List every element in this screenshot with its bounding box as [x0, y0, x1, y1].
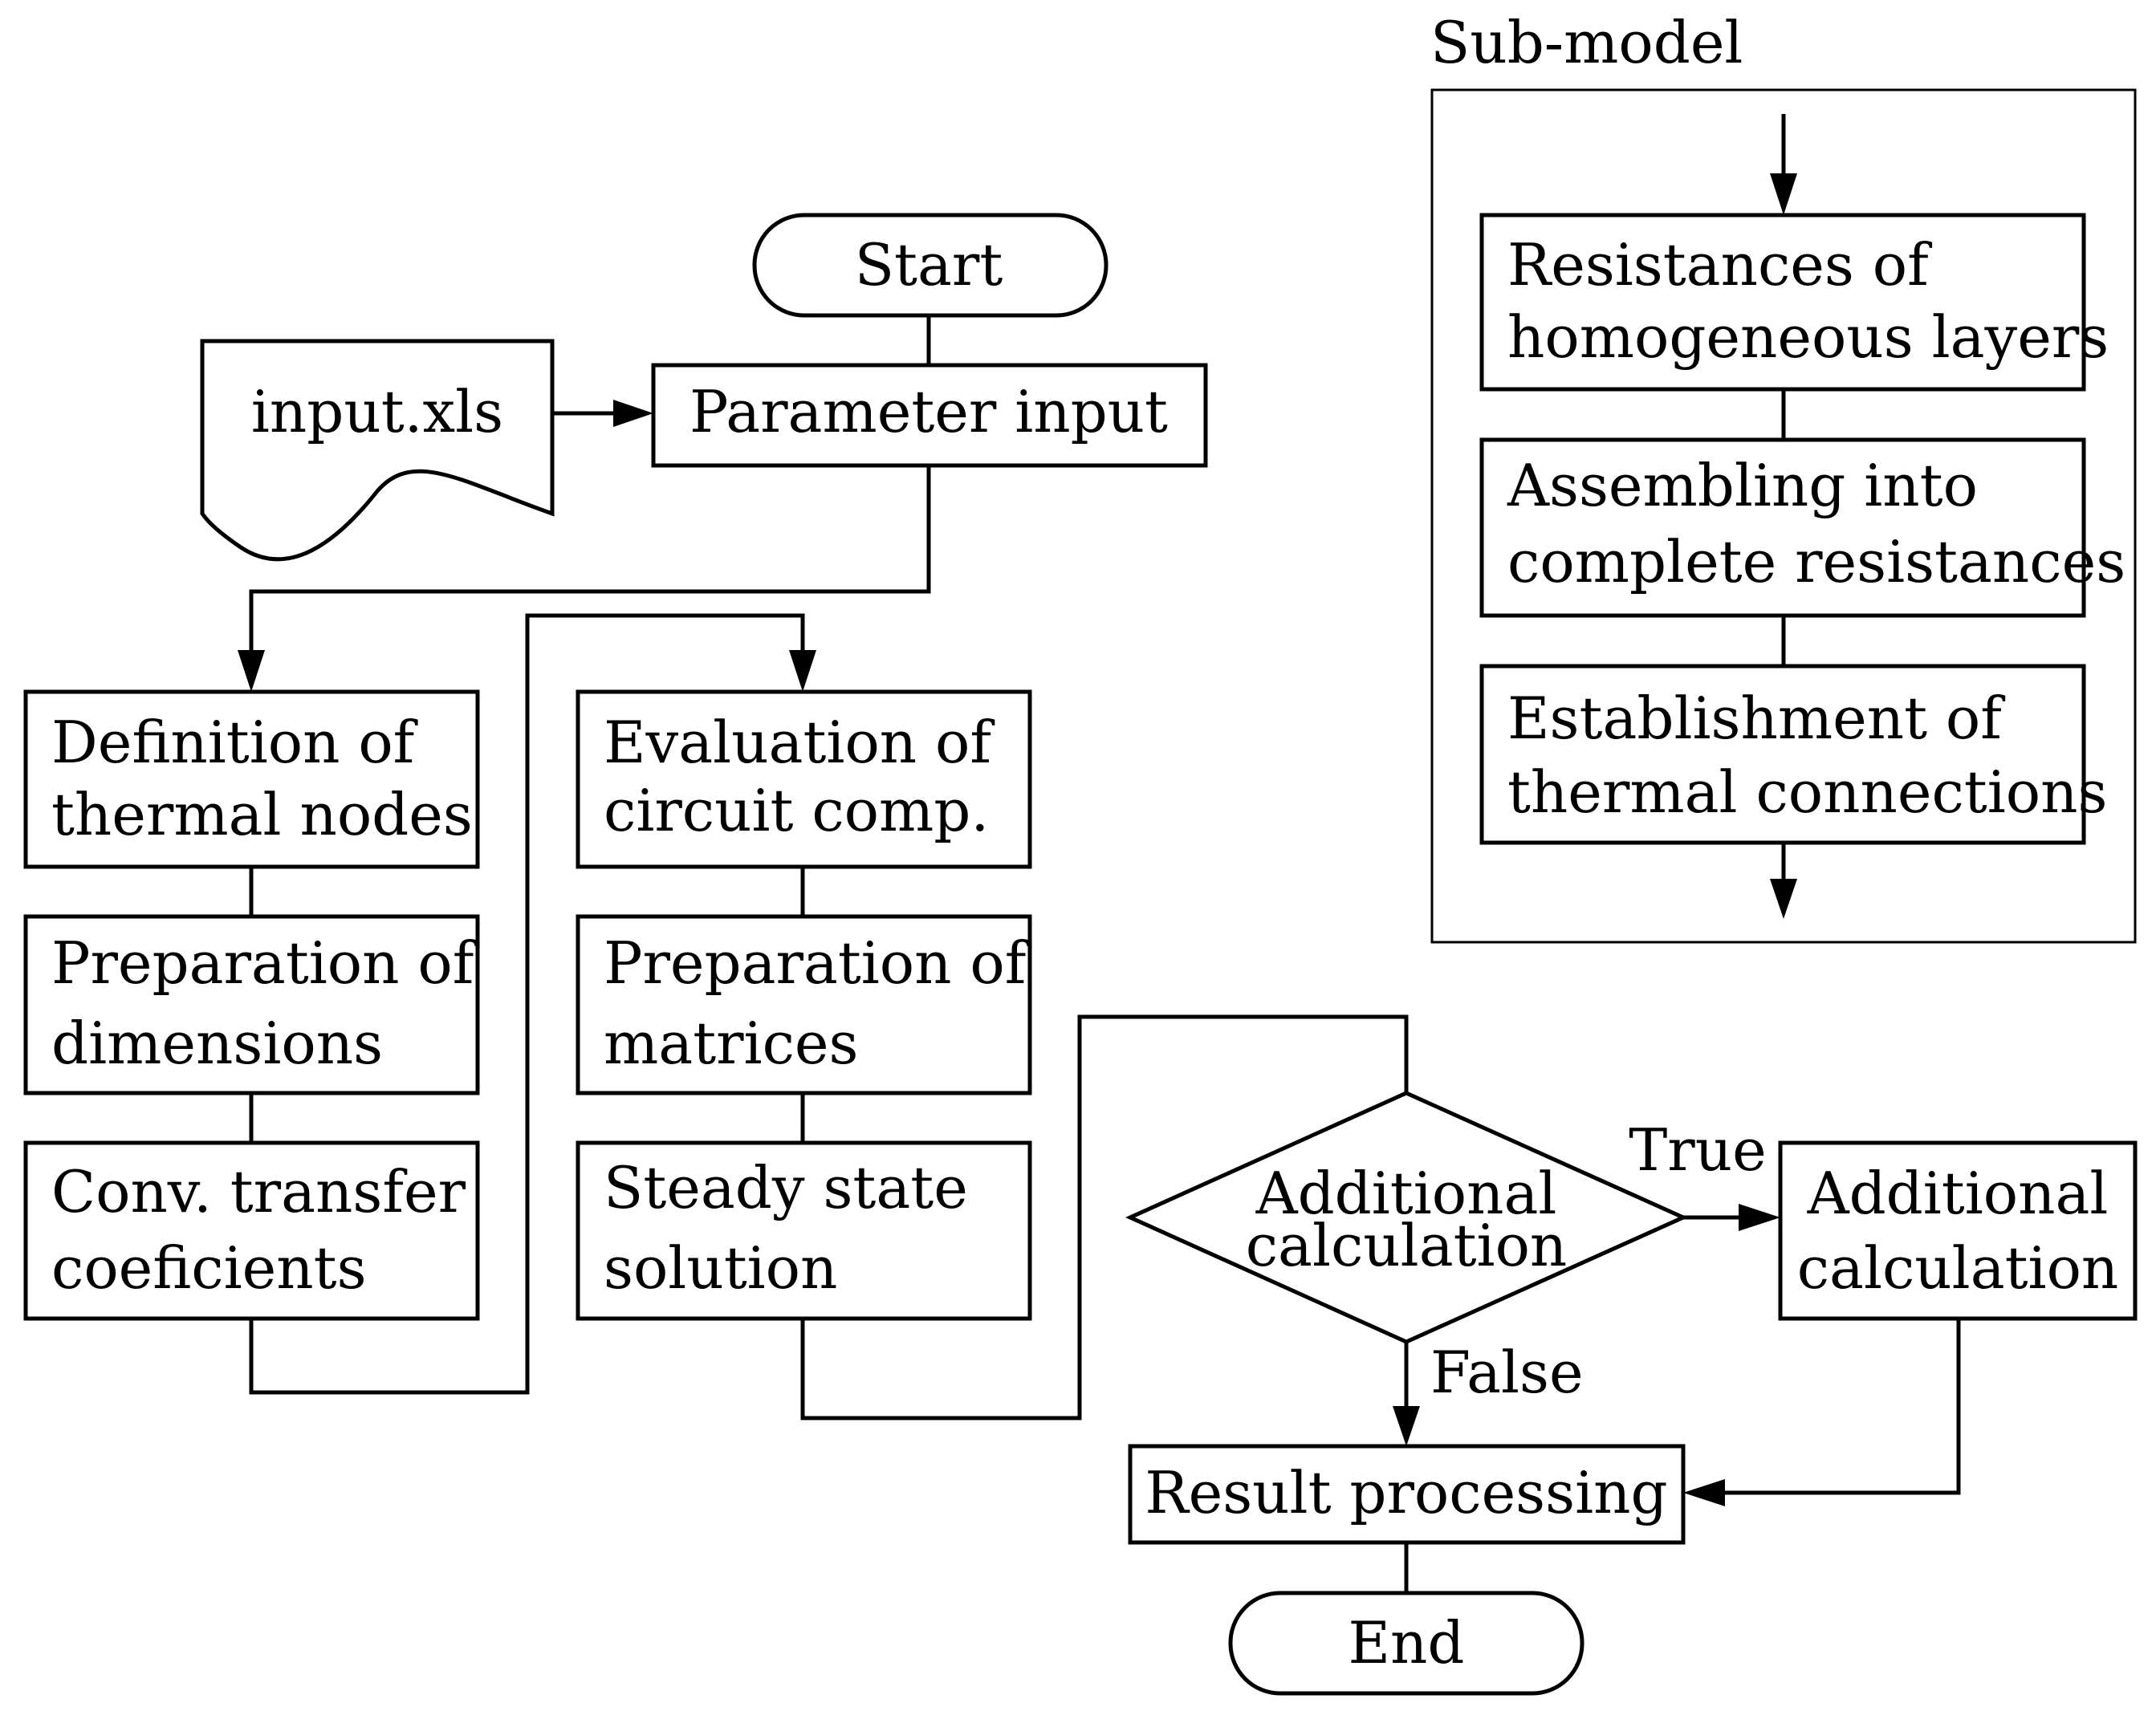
preparation-matrices: Preparation of matrices: [576, 914, 1032, 1095]
process-box: [1479, 664, 2086, 845]
box-line-1: Preparation of: [51, 929, 478, 997]
connector-additional-to-result: [1722, 1319, 1961, 1495]
decision-additional-calculation: Additional calculation: [1125, 1091, 1689, 1344]
steady-state-solution: Steady state solution: [576, 1140, 1032, 1321]
submodel-step-resistances: Resistances of homogeneous layers: [1479, 213, 2109, 392]
connectors: [238, 315, 1961, 1593]
start-terminal: Start: [752, 213, 1109, 318]
input-file-label: input.xls: [251, 378, 503, 445]
process-box: [576, 689, 1032, 869]
arrow-head: [238, 650, 265, 692]
parameter-input-label: Parameter input: [690, 378, 1168, 445]
arrow-head: [1770, 879, 1797, 919]
process-box: [1479, 437, 2086, 618]
step-line-2: homogeneous layers: [1507, 303, 2109, 371]
box-line-2: calculation: [1797, 1234, 2119, 1302]
additional-calculation-process: Additional calculation: [1778, 1140, 2138, 1321]
step-line-1: Resistances of: [1507, 231, 1932, 299]
document-shape: [200, 339, 555, 562]
process-box: [23, 689, 480, 869]
submodel-panel: Sub-model Resistances of homogeneous lay…: [1430, 9, 2137, 944]
arrow-head: [1739, 1204, 1780, 1231]
box-line-1: Evaluation of: [604, 709, 995, 776]
box-line-2: circuit comp.: [604, 777, 989, 844]
end-terminal: End: [1228, 1591, 1584, 1696]
process-box: [1479, 213, 2086, 392]
connector-middle-to-decision: [800, 1014, 1409, 1420]
definition-thermal-nodes: Definition of thermal nodes: [23, 689, 480, 869]
step-line-2: thermal connections: [1507, 758, 2107, 826]
box-line-1: Additional: [1807, 1160, 2109, 1227]
start-label: Start: [855, 231, 1003, 299]
step-line-2: complete resistances: [1507, 528, 2125, 595]
decision-line-2: calculation: [1246, 1212, 1568, 1279]
box-line-1: Steady state: [604, 1154, 968, 1221]
submodel-step-establishment: Establishment of thermal connections: [1479, 664, 2107, 845]
process-box: [651, 363, 1208, 468]
input-file-document: input.xls: [200, 339, 555, 562]
process-box: [23, 1140, 480, 1321]
true-label: True: [1629, 1116, 1766, 1184]
arrow-head: [1683, 1479, 1725, 1506]
process-box: [23, 914, 480, 1095]
box-line-1: Preparation of: [604, 929, 1030, 997]
submodel-title: Sub-model: [1430, 9, 1743, 76]
box-line-2: coeficients: [51, 1234, 367, 1302]
box-line-2: dimensions: [51, 1010, 383, 1077]
process-box: [576, 914, 1032, 1095]
box-line-2: solution: [604, 1234, 837, 1302]
submodel-step-assembling: Assembling into complete resistances: [1479, 437, 2125, 618]
process-box: [1778, 1140, 2138, 1321]
evaluation-circuit-comp: Evaluation of circuit comp.: [576, 689, 1032, 869]
connector-left-to-middle: [249, 613, 805, 1395]
terminal-shape: [1228, 1591, 1584, 1696]
step-line-1: Establishment of: [1507, 685, 2005, 752]
box-line-1: Definition of: [51, 709, 418, 776]
preparation-dimensions: Preparation of dimensions: [23, 914, 480, 1095]
terminal-shape: [752, 213, 1109, 318]
result-processing-label: Result processing: [1145, 1459, 1667, 1526]
arrow-head: [1770, 173, 1797, 215]
arrow-head: [613, 400, 653, 427]
arrow-head: [789, 650, 816, 692]
box-line-2: matrices: [604, 1010, 858, 1077]
decision-diamond: [1125, 1091, 1689, 1344]
conv-transfer-coefficients: Conv. transfer coeficients: [23, 1140, 480, 1321]
step-line-1: Assembling into: [1507, 452, 1978, 519]
result-processing: Result processing: [1128, 1444, 1686, 1545]
process-box: [576, 1140, 1032, 1321]
arrow-head: [1393, 1406, 1420, 1446]
box-line-1: Conv. transfer: [51, 1158, 466, 1225]
end-label: End: [1348, 1609, 1464, 1676]
box-line-2: thermal nodes: [51, 781, 473, 848]
false-label: False: [1430, 1339, 1584, 1406]
decision-line-1: Additional: [1255, 1160, 1557, 1227]
connector-parameter-definition: [249, 465, 931, 654]
parameter-input: Parameter input: [651, 363, 1208, 468]
process-box: [1128, 1444, 1686, 1545]
